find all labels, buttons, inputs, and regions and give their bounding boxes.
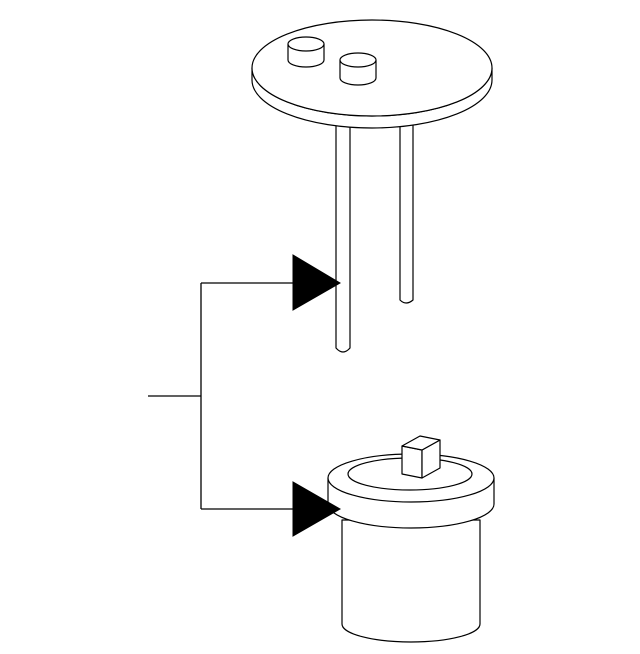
connector	[148, 282, 294, 510]
arrow-to-canister	[292, 481, 342, 537]
canister-body	[341, 519, 481, 643]
rear-leg	[399, 117, 414, 304]
front-leg	[335, 123, 351, 353]
plate-cylinder-left	[287, 36, 325, 68]
canister-assembly	[327, 435, 495, 643]
plate-cylinder-right	[339, 52, 377, 86]
arrow-to-plate-leg	[292, 254, 341, 311]
plate-assembly	[251, 19, 493, 353]
canister-tab	[401, 435, 441, 479]
